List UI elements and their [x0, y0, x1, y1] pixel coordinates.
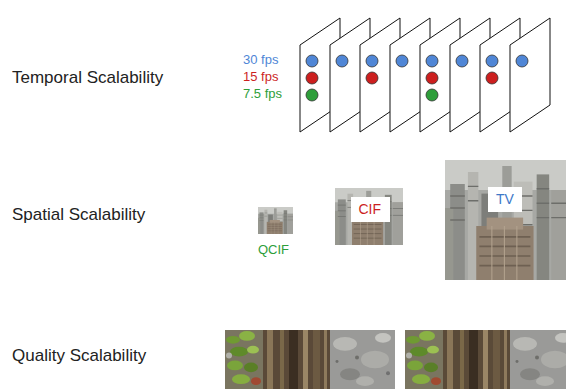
frame-rate-label: 7.5 fps — [243, 87, 282, 102]
frame-rate-label: 30 fps — [243, 53, 278, 68]
row-title: Temporal Scalability — [12, 68, 163, 88]
frame-dot — [366, 55, 378, 67]
frame-dot — [426, 72, 438, 84]
row-title: Spatial Scalability — [12, 205, 145, 225]
frame-dot — [516, 55, 528, 67]
frame-dot — [426, 55, 438, 67]
resolution-tag: TV — [488, 187, 522, 212]
legend-swatch — [306, 55, 318, 67]
resolution-images — [258, 160, 566, 280]
frame-dot — [396, 55, 408, 67]
frame-dot — [486, 55, 498, 67]
frame-dot — [456, 55, 468, 67]
legend-swatch — [306, 72, 318, 84]
frame-dot — [336, 55, 348, 67]
frame-rate-label: 15 fps — [243, 70, 278, 85]
quality-images — [225, 330, 566, 389]
resolution-label: QCIF — [258, 243, 289, 258]
legend-swatch — [306, 89, 318, 101]
frame-dot — [426, 89, 438, 101]
resolution-name: TV — [496, 191, 514, 207]
video-frames — [300, 18, 550, 132]
row-title: Quality Scalability — [12, 346, 146, 366]
resolution-tag: CIF — [351, 197, 390, 222]
frame-dot — [486, 72, 498, 84]
frame-dot — [366, 72, 378, 84]
resolution-name: CIF — [359, 201, 382, 217]
